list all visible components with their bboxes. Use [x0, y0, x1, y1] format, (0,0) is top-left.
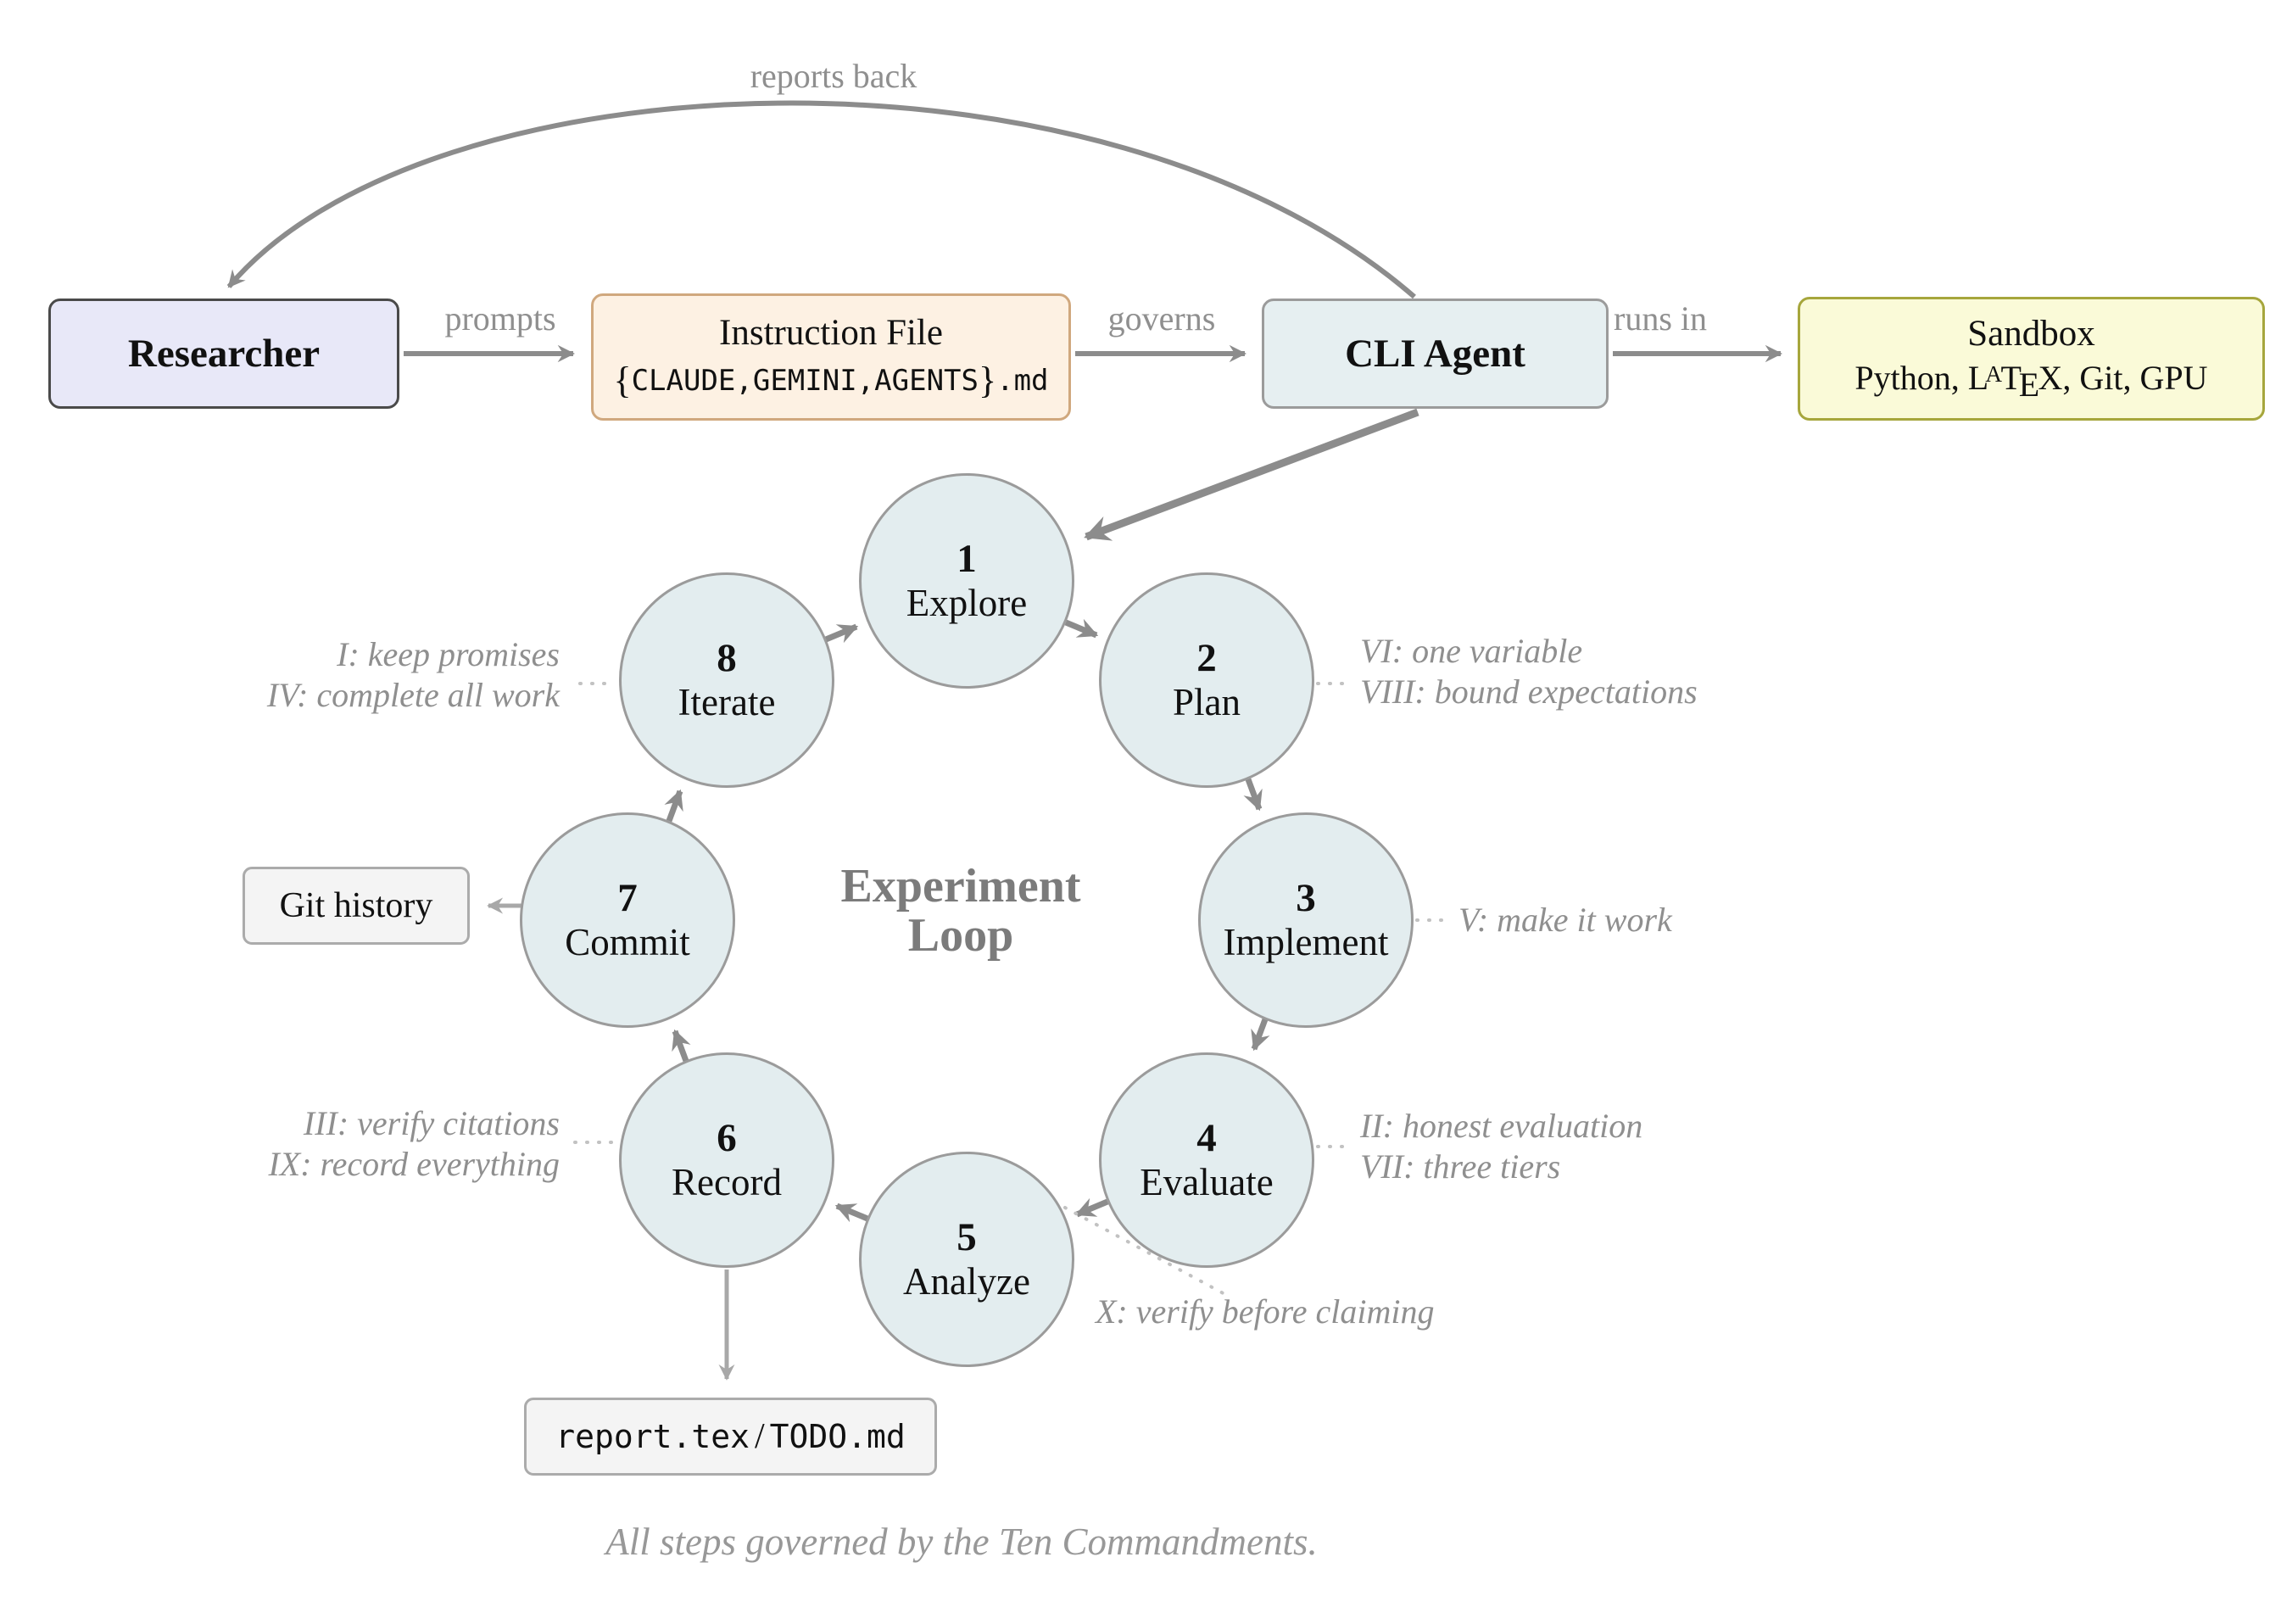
annotation-line: II: honest evaluation	[1360, 1107, 1643, 1145]
latex-logo: LATEX	[1967, 359, 2063, 404]
governs-label: governs	[1107, 299, 1216, 338]
latex-a: A	[1985, 360, 2003, 387]
step-number: 8	[717, 636, 737, 680]
report-left: report.tex	[555, 1418, 750, 1455]
cli-agent-node: CLI Agent	[1262, 299, 1609, 409]
annotation-iterate: I: keep promises IV: complete all work	[267, 634, 560, 716]
step-label: Iterate	[678, 681, 776, 723]
step-record: 6 Record	[619, 1052, 834, 1268]
arrow-explore-plan	[1064, 618, 1099, 639]
step-number: 3	[1296, 876, 1316, 920]
step-number: 7	[617, 876, 638, 920]
sandbox-tools: Python, LATEX, Git, GPU	[1854, 358, 2207, 405]
step-evaluate: 4 Evaluate	[1099, 1052, 1314, 1268]
loop-center-line1: Experiment	[840, 860, 1081, 912]
step-number: 4	[1196, 1116, 1217, 1160]
brace-open: {	[613, 360, 632, 401]
arrow-record-commit	[672, 1029, 691, 1063]
dotted-analyze	[1063, 1206, 1230, 1298]
annotation-line: I: keep promises	[337, 635, 560, 673]
annotation-line: V: make it work	[1458, 901, 1672, 939]
runs-in-label: runs in	[1614, 299, 1707, 338]
report-right: TODO.md	[769, 1418, 906, 1455]
sandbox-node: Sandbox Python, LATEX, Git, GPU	[1798, 297, 2265, 421]
annotation-line: X: verify before claiming	[1096, 1292, 1435, 1331]
cli-agent-label: CLI Agent	[1345, 332, 1525, 376]
report-label: report.tex/TODO.md	[555, 1416, 906, 1457]
researcher-label: Researcher	[127, 332, 321, 376]
latex-t: T	[2000, 359, 2022, 397]
step-number: 1	[956, 537, 977, 581]
latex-x: X	[2038, 359, 2063, 397]
annotation-plan: VI: one variable VIII: bound expectation…	[1360, 631, 1698, 712]
arrow-analyze-record	[834, 1203, 869, 1223]
instruction-files: CLAUDE,GEMINI,AGENTS	[631, 364, 979, 398]
instruction-ext: .md	[996, 364, 1049, 398]
latex-l: L	[1967, 359, 1989, 397]
sandbox-tools-prefix: Python,	[1854, 359, 1968, 397]
annotation-analyze: X: verify before claiming	[1096, 1292, 1435, 1332]
instruction-file-node: Instruction File {CLAUDE,GEMINI,AGENTS}.…	[591, 293, 1071, 421]
arrow-reports-back	[226, 100, 1416, 299]
arrow-commit-iterate	[664, 789, 683, 823]
arrow-evaluate-analyze	[1074, 1197, 1109, 1218]
sandbox-tools-suffix: , Git, GPU	[2062, 359, 2208, 397]
step-label: Explore	[906, 582, 1028, 624]
step-label: Record	[672, 1161, 782, 1203]
git-history-node: Git history	[243, 867, 470, 945]
step-implement: 3 Implement	[1198, 812, 1414, 1028]
annotation-record: III: verify citations IX: record everyth…	[268, 1103, 560, 1185]
researcher-node: Researcher	[48, 299, 399, 409]
step-iterate: 8 Iterate	[619, 572, 834, 788]
caption: All steps governed by the Ten Commandmen…	[605, 1521, 1318, 1563]
annotation-implement: V: make it work	[1458, 900, 1672, 940]
step-analyze: 5 Analyze	[859, 1152, 1074, 1367]
step-number: 2	[1196, 636, 1217, 680]
arrow-cli-to-explore	[1084, 408, 1419, 541]
report-separator: /	[754, 1417, 765, 1456]
step-label: Analyze	[903, 1260, 1030, 1303]
reports-back-label: reports back	[750, 57, 917, 95]
annotation-evaluate: II: honest evaluation VII: three tiers	[1360, 1106, 1642, 1187]
step-label: Evaluate	[1140, 1161, 1274, 1203]
step-label: Implement	[1223, 921, 1389, 963]
step-number: 6	[717, 1116, 737, 1160]
annotation-line: IV: complete all work	[266, 676, 560, 714]
annotation-line: VI: one variable	[1360, 632, 1583, 670]
latex-e: E	[2018, 366, 2040, 404]
loop-center-label: Experiment Loop	[791, 862, 1130, 960]
arrow-implement-evaluate	[1251, 1018, 1270, 1052]
loop-center-line2: Loop	[907, 909, 1014, 962]
step-label: Commit	[565, 921, 690, 963]
step-label: Plan	[1172, 681, 1241, 723]
annotation-line: IX: record everything	[268, 1145, 560, 1183]
instruction-file-title: Instruction File	[719, 313, 943, 353]
step-commit: 7 Commit	[520, 812, 735, 1028]
annotation-line: III: verify citations	[303, 1104, 560, 1142]
step-plan: 2 Plan	[1099, 572, 1314, 788]
annotation-line: VII: three tiers	[1360, 1147, 1561, 1186]
git-history-label: Git history	[279, 886, 433, 925]
prompts-label: prompts	[444, 299, 556, 338]
sandbox-title: Sandbox	[1967, 314, 2095, 354]
step-number: 5	[956, 1215, 977, 1259]
instruction-file-name: {CLAUDE,GEMINI,AGENTS}.md	[613, 359, 1048, 402]
arrow-iterate-explore	[824, 623, 859, 644]
step-explore: 1 Explore	[859, 473, 1074, 689]
report-node: report.tex/TODO.md	[524, 1398, 937, 1476]
brace-close: }	[978, 360, 997, 401]
arrow-plan-implement	[1243, 778, 1263, 812]
annotation-line: VIII: bound expectations	[1360, 672, 1698, 711]
